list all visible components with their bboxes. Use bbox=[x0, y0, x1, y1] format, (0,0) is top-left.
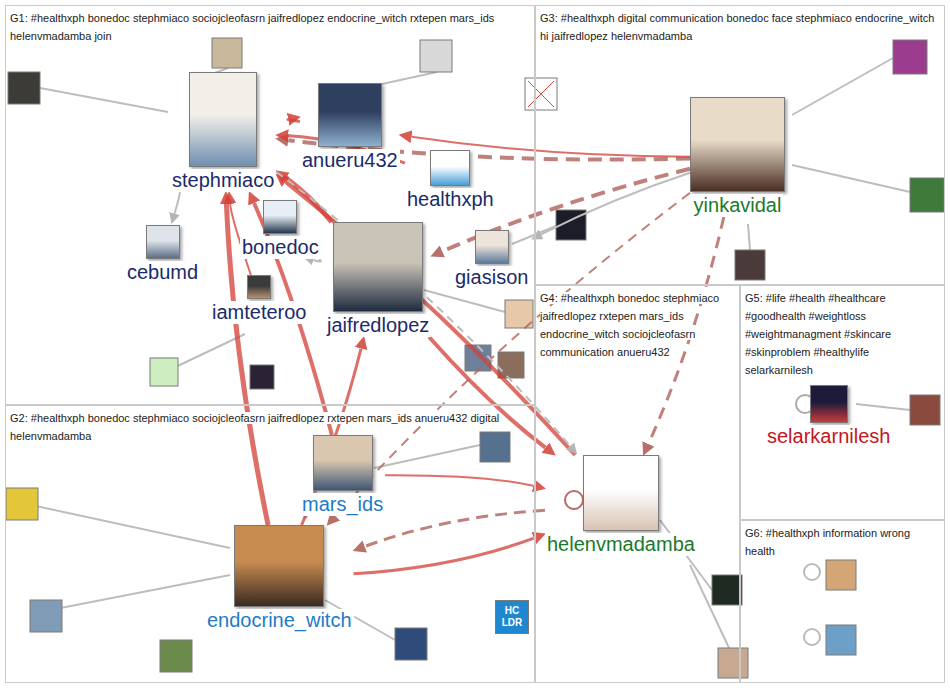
vertex-avatar bbox=[318, 83, 382, 147]
vertex-node: mars_ids bbox=[300, 435, 385, 516]
peripheral-edges bbox=[22, 58, 910, 650]
vertex-label: helenvmadamba bbox=[545, 533, 697, 556]
group-heading: G5: #life #health #healthcare #goodhealt… bbox=[745, 292, 891, 376]
vertex-label: mars_ids bbox=[300, 493, 385, 516]
vertex-node: stephmiaco bbox=[170, 72, 276, 192]
vertex-label: jaifredlopez bbox=[325, 314, 431, 337]
vertex-node: endocrine_witch bbox=[205, 525, 354, 632]
vertex-label: giasison bbox=[453, 266, 530, 289]
vertex-node: selarkarnilesh bbox=[765, 385, 892, 448]
vertex-label: selarkarnilesh bbox=[765, 425, 892, 448]
vertex-avatar bbox=[247, 275, 271, 299]
logo-tile-text: HC LDR bbox=[495, 600, 529, 634]
network-edge bbox=[385, 475, 533, 486]
vertex-avatar bbox=[263, 200, 297, 234]
vertex-avatar bbox=[583, 455, 659, 531]
vertex-avatar bbox=[313, 435, 373, 491]
unlabeled-avatars bbox=[6, 38, 944, 678]
vertex-label: bonedoc bbox=[240, 236, 321, 259]
vertex-label: cebumd bbox=[125, 261, 200, 284]
network-edge bbox=[541, 173, 690, 235]
group-heading: G6: #healthxph information wrong health bbox=[745, 527, 910, 557]
network-edge bbox=[288, 119, 300, 121]
vertex-avatar bbox=[430, 150, 470, 186]
vertex-node: giasison bbox=[453, 230, 530, 289]
vertex-label: iamteteroo bbox=[210, 301, 309, 324]
network-edge bbox=[365, 510, 545, 546]
network-edge bbox=[429, 337, 545, 448]
vertex-avatar bbox=[810, 385, 848, 423]
vertex-label: stephmiaco bbox=[170, 169, 276, 192]
vertex-node: yinkavidal bbox=[690, 97, 785, 217]
group-panel: G3: #healthxph digital communication bon… bbox=[535, 5, 945, 285]
vertex-avatar bbox=[333, 222, 423, 312]
vertex-avatar bbox=[189, 72, 257, 167]
group-heading: G1: #healthxph bonedoc stephmiaco socioj… bbox=[10, 12, 494, 42]
network-edge bbox=[314, 259, 321, 261]
vertex-avatar bbox=[146, 225, 180, 259]
vertex-node: healthxph bbox=[405, 150, 496, 211]
vertex-label: healthxph bbox=[405, 188, 496, 211]
group-panel: G4: #healthxph bonedoc stephmiaco jaifre… bbox=[535, 285, 740, 683]
group-heading: G4: #healthxph bonedoc stephmiaco jaifre… bbox=[540, 292, 719, 358]
group-heading: G3: #healthxph digital communication bon… bbox=[540, 12, 934, 42]
vertex-avatar bbox=[475, 230, 509, 264]
vertex-label: yinkavidal bbox=[692, 194, 784, 217]
group-panel: G1: #healthxph bonedoc stephmiaco socioj… bbox=[5, 5, 535, 405]
vertex-label: anueru432 bbox=[300, 149, 400, 172]
group-panel: G5: #life #health #healthcare #goodhealt… bbox=[740, 285, 945, 520]
network-edge bbox=[175, 191, 180, 213]
vertex-node: cebumd bbox=[125, 225, 200, 284]
vertex-avatar bbox=[234, 525, 324, 607]
vertex-node: bonedoc bbox=[240, 200, 321, 259]
vertex-avatar bbox=[690, 97, 785, 192]
network-edge bbox=[354, 538, 534, 574]
group-panel: G6: #healthxph information wrong health bbox=[740, 520, 945, 683]
vertex-node: helenvmadamba bbox=[545, 455, 697, 556]
vertex-node: jaifredlopez bbox=[325, 222, 431, 337]
vertex-node: iamteteroo bbox=[210, 275, 309, 324]
group-heading: G2: #healthxph bonedoc stephmiaco socioj… bbox=[10, 412, 499, 442]
vertex-label: endocrine_witch bbox=[205, 609, 354, 632]
vertex-node: anueru432 bbox=[300, 83, 400, 172]
group-panel: G2: #healthxph bonedoc stephmiaco socioj… bbox=[5, 405, 535, 683]
